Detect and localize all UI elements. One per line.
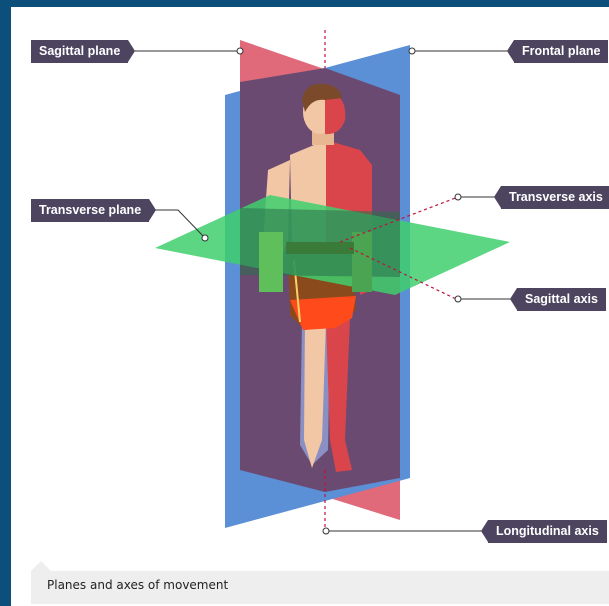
caption-tab <box>31 561 51 571</box>
sagittal-plane-label: Sagittal plane <box>31 40 128 63</box>
transverse-axis-label: Transverse axis <box>501 186 609 209</box>
figure-waist-band <box>286 242 354 254</box>
figure-arm-left-lower <box>259 232 283 292</box>
figure-caption: Planes and axes of movement <box>47 578 228 592</box>
longitudinal-axis-label: Longitudinal axis <box>488 520 607 543</box>
sagittal-axis-label: Sagittal axis <box>517 288 606 311</box>
figure-arm-right-lower <box>352 232 372 292</box>
frontal-plane-label: Frontal plane <box>514 40 608 63</box>
transverse-plane-label: Transverse plane <box>31 199 149 222</box>
